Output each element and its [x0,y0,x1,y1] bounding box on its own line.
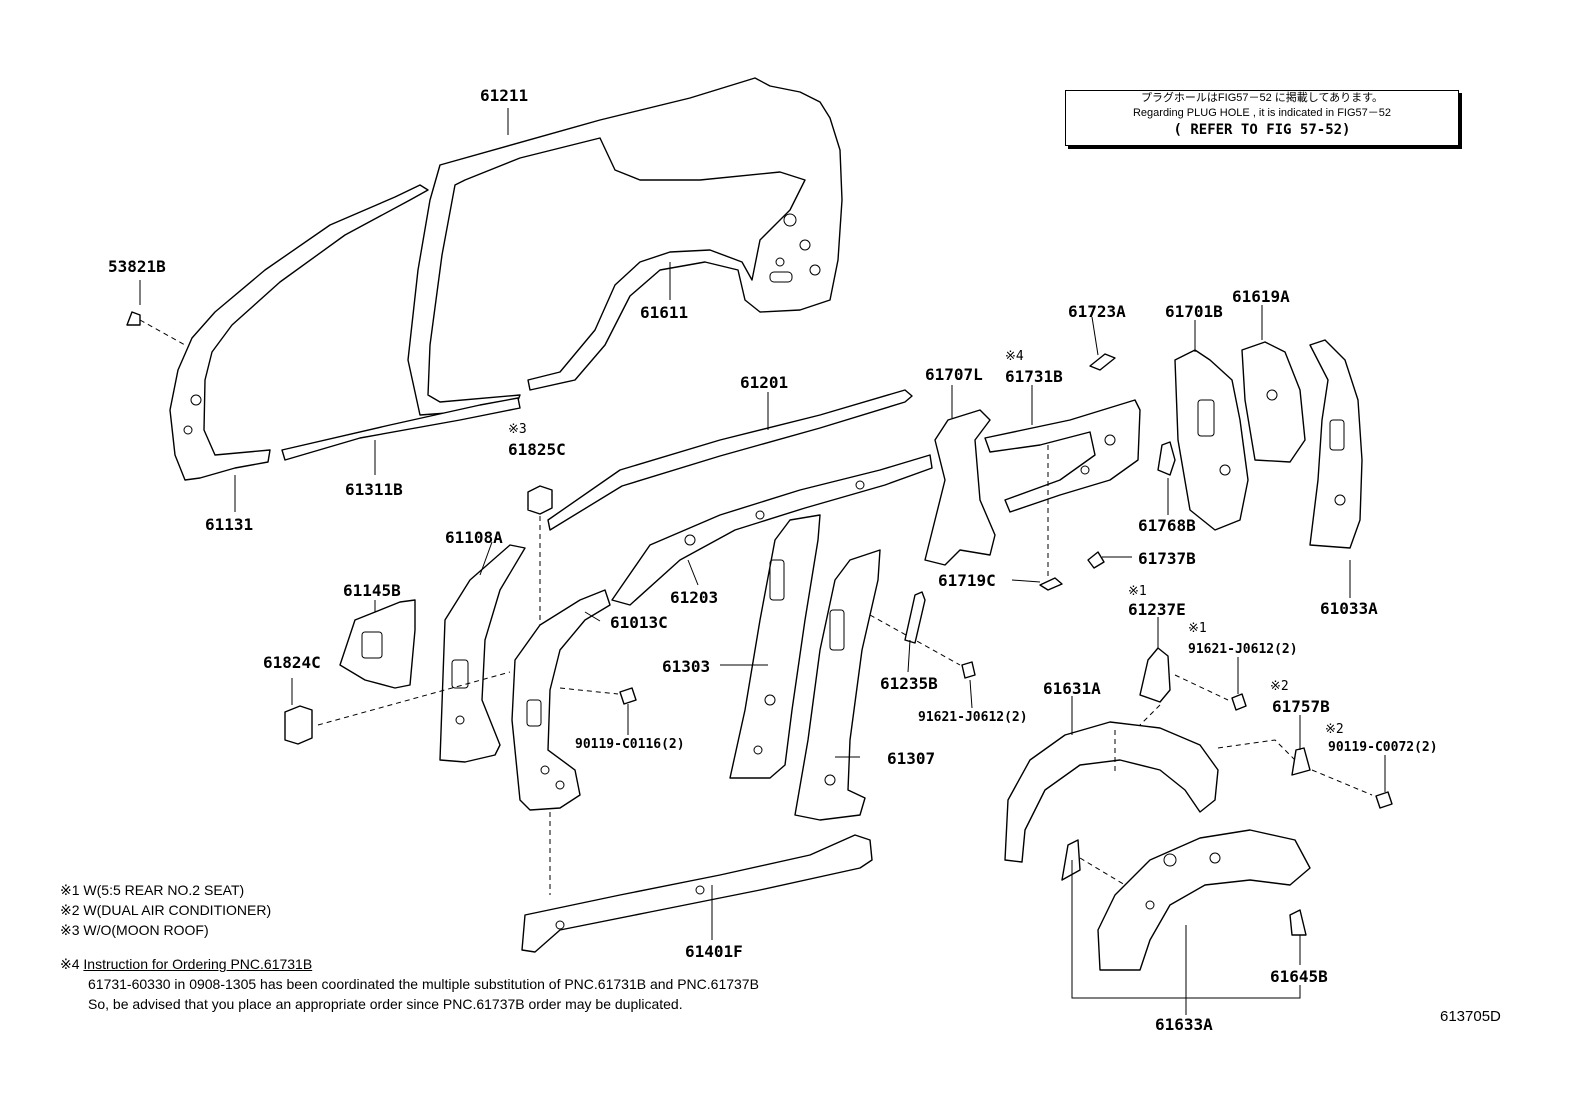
bolt-91621-left-shape[interactable] [961,661,976,679]
label-61203[interactable]: 61203 [670,588,718,607]
footnote-3: ※3 W/O(MOON ROOF) [60,922,209,938]
marker-2-a: ※2 [1270,679,1289,694]
wheel-house-61633a-shape[interactable] [1061,829,1311,971]
label-53821b[interactable]: 53821B [108,257,166,276]
bolt-91621-right-shape[interactable] [1231,693,1247,711]
label-61131[interactable]: 61131 [205,515,253,534]
pad-61824c-shape[interactable] [284,671,511,745]
label-61201[interactable]: 61201 [740,373,788,392]
front-pillar-61108a-shape[interactable] [439,544,526,763]
reference-line-japanese: プラグホールはFIG57－52 に掲載してあります。 [1140,92,1384,104]
label-61824c[interactable]: 61824C [263,653,321,672]
center-pillar-61307-shape[interactable] [794,549,961,821]
label-61235b[interactable]: 61235B [880,674,938,693]
label-90119-c0072[interactable]: 90119-C0072(2) [1328,740,1438,755]
label-90119-c0116[interactable]: 90119-C0116(2) [575,737,685,752]
marker-1-b: ※1 [1188,621,1207,636]
bracket-61645b-shape[interactable] [1289,909,1307,936]
center-pillar-61303-shape[interactable] [729,514,821,779]
footnote-4-line-2: So, be advised that you place an appropr… [88,996,683,1012]
rocker-panel-61401f-shape[interactable] [521,834,873,953]
label-61633a[interactable]: 61633A [1155,1015,1213,1034]
bracket-61145b-shape[interactable] [339,599,416,689]
label-61701b[interactable]: 61701B [1165,302,1223,321]
label-61731b[interactable]: 61731B [1005,367,1063,386]
footnote-2: ※2 W(DUAL AIR CONDITIONER) [60,902,272,918]
roof-rail-61201-shape[interactable] [547,389,913,531]
label-61303[interactable]: 61303 [662,657,710,676]
label-61757b[interactable]: 61757B [1272,697,1330,716]
label-61108a[interactable]: 61108A [445,528,503,547]
footnotes: ※1 W(5:5 REAR NO.2 SEAT) ※2 W(DUAL AIR C… [60,880,940,1014]
label-61013c[interactable]: 61013C [610,613,668,632]
marker-4: ※4 [1005,349,1024,364]
label-61211[interactable]: 61211 [480,86,528,105]
label-61719c[interactable]: 61719C [938,571,996,590]
wheel-house-61631a-shape[interactable] [1004,721,1296,863]
inner-panel-61731b-shape[interactable] [984,399,1141,580]
label-61707l[interactable]: 61707L [925,365,983,384]
label-91621-j0612-right[interactable]: 91621-J0612(2) [1188,642,1298,657]
footnote-1: ※1 W(5:5 REAR NO.2 SEAT) [60,882,245,898]
label-61145b[interactable]: 61145B [343,581,401,600]
label-91621-j0612-left[interactable]: 91621-J0612(2) [918,710,1028,725]
label-61723a[interactable]: 61723A [1068,302,1126,321]
label-61825c[interactable]: 61825C [508,440,566,459]
marker-2-b: ※2 [1325,722,1344,737]
label-61611[interactable]: 61611 [640,303,688,322]
bolt-90119-c0116-shape[interactable] [559,687,637,705]
bracket-61768b-shape[interactable] [1157,441,1176,476]
label-61631a[interactable]: 61631A [1043,679,1101,698]
footnote-4-mark: ※4 [60,956,84,972]
label-61311b[interactable]: 61311B [345,480,403,499]
label-61619a[interactable]: 61619A [1232,287,1290,306]
label-61237e[interactable]: 61237E [1128,600,1186,619]
bracket-61723a-shape[interactable] [1089,353,1116,371]
front-pillar-inner-61013c-shape[interactable] [511,589,611,895]
side-outer-panel-shape[interactable] [169,77,843,481]
bracket-61737b-shape[interactable] [1087,551,1105,569]
clip-53821b-shape[interactable] [126,311,186,346]
label-61645b[interactable]: 61645B [1270,967,1328,986]
label-61768b[interactable]: 61768B [1138,516,1196,535]
pad-61825c-shape[interactable] [527,485,553,632]
bracket-61235b-shape[interactable] [904,591,926,644]
label-61307[interactable]: 61307 [887,749,935,768]
quarter-pillar-61707l-shape[interactable] [924,409,996,566]
figure-code: 613705D [1440,1008,1501,1025]
reference-link[interactable]: ( REFER TO FIG 57-52) [1173,122,1351,138]
bolt-90119-c0072-shape[interactable] [1375,791,1393,809]
reference-line-english: Regarding PLUG HOLE , it is indicated in… [1132,107,1391,119]
label-61033a[interactable]: 61033A [1320,599,1378,618]
bracket-61757b-shape[interactable] [1291,747,1373,796]
footnote-4-title: Instruction for Ordering PNC.61731B [83,956,313,972]
rear-pillar-61701b-shape[interactable] [1174,349,1249,531]
roof-rail-inner-61203-shape[interactable] [611,454,933,606]
bracket-61719c-shape[interactable] [1039,577,1063,591]
footnote-4-line-1: 61731-60330 in 0908-1305 has been coordi… [88,976,759,992]
reference-box: プラグホールはFIG57－52 に掲載してあります。 Regarding PLU… [1065,90,1459,146]
part-labels: 61211 53821B 61611 61131 61311B 61201 ※3… [108,86,1438,1034]
marker-3: ※3 [508,422,527,437]
leader-lines [139,108,1386,1015]
marker-1-a: ※1 [1128,584,1147,599]
label-61737b[interactable]: 61737B [1138,549,1196,568]
label-61401f[interactable]: 61401F [685,942,743,961]
footnote-4-heading: ※4 Instruction for Ordering PNC.61731B [60,954,940,974]
rear-pillar-61619a-shape[interactable] [1241,341,1306,463]
rear-corner-61033a-shape[interactable] [1309,339,1363,549]
